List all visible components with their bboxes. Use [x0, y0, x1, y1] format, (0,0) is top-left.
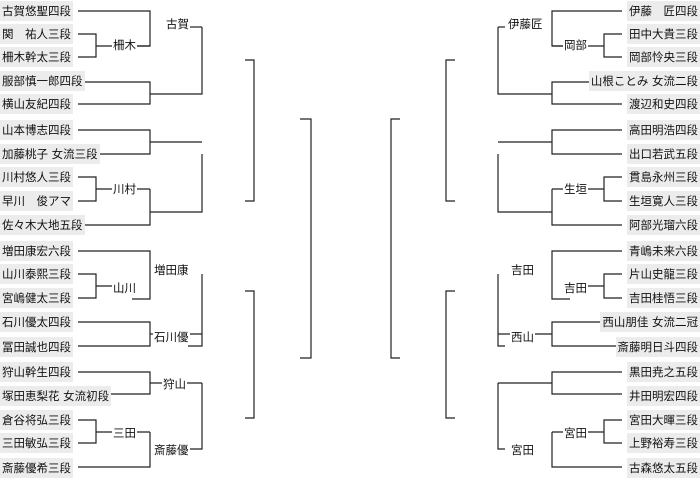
- bracket-line-right-16: [551, 432, 622, 468]
- player-left-15: 冨田誠也四段: [0, 337, 73, 357]
- bracket-line-right-20: [390, 118, 400, 359]
- player-right-20: 古森悠太五段: [627, 458, 700, 478]
- bracket-line-left-5: [78, 129, 202, 155]
- winner-label-miyata-r2: 宮田: [510, 443, 535, 457]
- player-right-12: 片山史龍三段: [627, 264, 700, 284]
- bracket-line-right-17: [497, 383, 505, 450]
- player-right-17: 井田明宏四段: [627, 386, 700, 406]
- bracket-line-left-4: [150, 27, 203, 95]
- bracket-line-right-7: [551, 189, 622, 226]
- winner-label-ikegaki: 生垣: [563, 182, 588, 196]
- player-left-10: 佐々木大地五段: [0, 215, 85, 235]
- player-left-12: 山川泰熙三段: [0, 264, 73, 284]
- player-left-1: 古賀悠聖四段: [0, 1, 73, 21]
- winner-label-ito: 伊藤匠: [507, 17, 544, 31]
- player-left-17: 塚田恵梨花 女流初段: [0, 386, 112, 406]
- player-left-2: 関 祐人三段: [0, 24, 73, 44]
- bracket-line-right-5: [498, 129, 622, 155]
- player-right-10: 阿部光瑠六段: [627, 215, 700, 235]
- bracket-line-left-20: [300, 118, 312, 359]
- player-left-14: 石川優太四段: [0, 312, 73, 332]
- player-right-3: 岡部怜央三段: [627, 47, 700, 67]
- player-left-4: 服部慎一郎四段: [0, 71, 85, 91]
- player-right-15: 斎藤明日斗四段: [615, 337, 700, 357]
- winner-label-maseki: 柵木: [112, 38, 137, 52]
- bracket-line-right-4: [497, 27, 552, 95]
- player-right-1: 伊藤 匠四段: [627, 1, 700, 21]
- player-left-19: 三田敏弘三段: [0, 433, 73, 453]
- bracket-line-left-18: [245, 59, 255, 202]
- bracket-line-left-13: [188, 274, 203, 347]
- winner-label-okabe: 岡部: [563, 38, 588, 52]
- winner-label-nishiyama: 西山: [510, 330, 535, 344]
- player-right-19: 上野裕寿三段: [627, 433, 700, 453]
- winner-label-kariyama: 狩山: [162, 377, 187, 391]
- bracket-line-right-19: [445, 290, 455, 419]
- player-right-2: 田中大貴三段: [627, 24, 700, 44]
- winner-label-saito: 斎藤優: [153, 443, 190, 457]
- winner-label-miyata-r1: 宮田: [563, 426, 588, 440]
- player-left-5: 横山友紀四段: [0, 94, 73, 114]
- winner-label-mita: 三田: [112, 426, 137, 440]
- player-right-5: 渡辺和史四段: [627, 94, 700, 114]
- player-right-18: 宮田大暉三段: [627, 410, 700, 430]
- bracket-line-left-17: [188, 383, 203, 450]
- winner-label-kawamura: 川村: [112, 182, 137, 196]
- player-right-14: 西山朋佳 女流二冠: [600, 312, 700, 332]
- bracket-line-left-8: [150, 154, 203, 213]
- player-left-9: 早川 俊アマ: [0, 191, 73, 211]
- player-right-9: 生垣寛人三段: [627, 191, 700, 211]
- bracket-line-left-19: [245, 290, 255, 419]
- player-right-7: 出口若武五段: [627, 144, 700, 164]
- winner-label-yoshida-r1: 吉田: [563, 281, 588, 295]
- bracket-line-right-14: [498, 371, 622, 395]
- winner-label-yamakawa: 山川: [112, 281, 137, 295]
- bracket-line-right-8: [497, 154, 552, 213]
- player-left-6: 山本博志四段: [0, 120, 73, 140]
- bracket-line-right-10: [551, 250, 622, 300]
- player-left-3: 柵木幹太三段: [0, 47, 73, 67]
- winner-label-yoshida-r2: 吉田: [510, 263, 535, 277]
- bracket-line-right-13: [497, 274, 505, 347]
- winner-label-ishikawa: 石川優: [153, 330, 190, 344]
- player-left-7: 加藤桃子 女流三段: [0, 144, 100, 164]
- bracket-line-left-16: [78, 432, 151, 468]
- bracket-line-left-7: [78, 189, 151, 226]
- winner-label-koga: 古賀: [165, 17, 190, 31]
- player-left-11: 増田康宏六段: [0, 241, 73, 261]
- bracket-line-left-3: [78, 45, 151, 105]
- player-right-4: 山根ことみ 女流二段: [588, 71, 700, 91]
- player-left-20: 斎藤優希三段: [0, 458, 73, 478]
- player-right-11: 青嶋未来六段: [627, 241, 700, 261]
- player-left-18: 倉谷将弘三段: [0, 410, 73, 430]
- player-right-6: 高田明浩四段: [627, 120, 700, 140]
- player-right-13: 吉田桂悟三段: [627, 288, 700, 308]
- bracket-line-left-10: [78, 250, 151, 300]
- player-right-16: 黒田尭之五段: [627, 362, 700, 382]
- bracket-line-right-18: [445, 59, 455, 202]
- winner-label-masuda: 増田康: [153, 263, 190, 277]
- player-left-13: 宮嶋健太三段: [0, 288, 73, 308]
- player-right-8: 貫島永州三段: [627, 167, 700, 187]
- player-left-8: 川村悠人三段: [0, 167, 73, 187]
- player-left-16: 狩山幹生四段: [0, 362, 73, 382]
